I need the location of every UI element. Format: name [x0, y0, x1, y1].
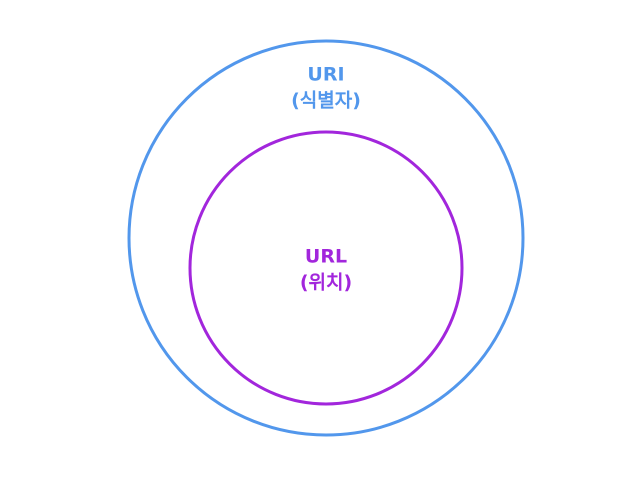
uri-label: URI: [307, 64, 344, 86]
url-sublabel: (위치): [300, 272, 352, 294]
url-inner-circle: [188, 130, 464, 406]
url-label: URL: [305, 246, 347, 268]
uri-sublabel: (식별자): [291, 90, 361, 112]
uri-outer-circle: [127, 39, 525, 437]
